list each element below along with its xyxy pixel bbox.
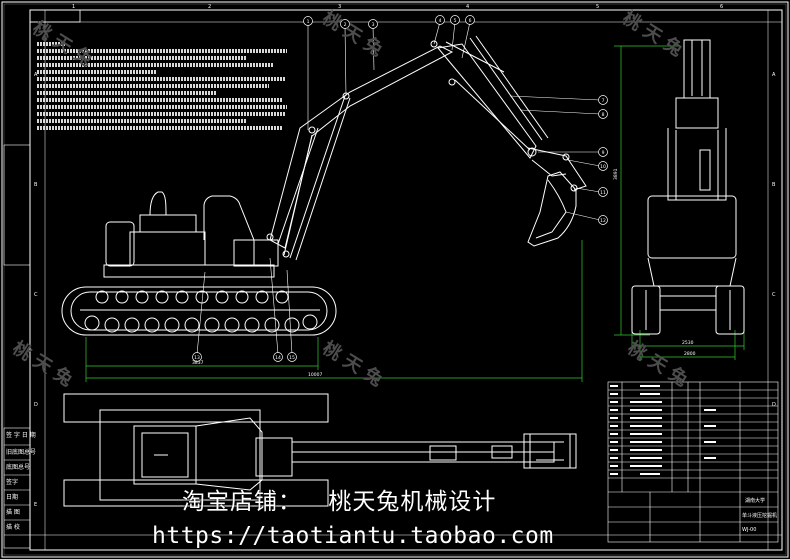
border-letter-d: D: [34, 402, 38, 408]
border-letter-a: A: [34, 72, 38, 78]
left-strip-sign: 签字: [6, 479, 19, 486]
balloon-12: 12: [600, 218, 606, 224]
border-letter-d-right: D: [772, 402, 776, 408]
watermark-shop: 淘宝店铺： 桃天兔机械设计: [182, 482, 496, 516]
parts-list: [607, 381, 779, 543]
border-num-4: 4: [466, 4, 469, 10]
watermark-url: https://taotiantu.taobao.com: [152, 523, 554, 549]
balloon-7: 7: [602, 98, 605, 104]
left-strip-trace: 描 图: [6, 509, 20, 516]
border-num-2: 2: [208, 4, 211, 10]
balloon-14: 14: [275, 355, 281, 361]
balloon-2: 2: [344, 22, 347, 28]
dim-total-length: 10007: [308, 372, 322, 378]
dim-height: 3891: [613, 168, 619, 180]
watermark-shop-name: 桃天兔机械设计: [328, 489, 497, 515]
border-letter-b-right: B: [772, 182, 776, 188]
left-strip-old-total: 旧底图总号: [6, 449, 37, 456]
watermark-shop-label: 淘宝店铺：: [182, 489, 302, 515]
border-num-6: 6: [720, 4, 723, 10]
balloon-4: 4: [439, 18, 442, 24]
left-strip-check: 描 校: [6, 524, 20, 531]
dim-track-length: 3837: [192, 360, 204, 366]
front-view: [631, 39, 745, 335]
balloon-9: 9: [602, 150, 605, 156]
balloon-5: 5: [454, 18, 457, 24]
balloon-11: 11: [600, 190, 606, 196]
border-num-1: 1: [72, 4, 75, 10]
balloon-10: 10: [600, 164, 606, 170]
title-block-school: 湖南大学: [745, 498, 766, 504]
title-block-drawing-title: 单斗液压挖掘机: [742, 513, 778, 519]
dimension-lines: [85, 45, 745, 382]
border-letter-e: E: [34, 502, 37, 508]
top-view: [63, 393, 577, 507]
dim-width-b: 2800: [684, 351, 696, 357]
border-letter-c-right: C: [772, 292, 776, 298]
parts-list-cells: [610, 385, 716, 475]
left-strip-sign-date: 签 字 日 期: [6, 432, 36, 439]
border-num-5: 5: [596, 4, 599, 10]
title-block-code: WJ-00: [742, 527, 757, 533]
border-letter-b: B: [34, 182, 38, 188]
border-letter-c: C: [34, 292, 38, 298]
dim-width-a: 2530: [682, 340, 694, 346]
technical-notes: [37, 42, 287, 133]
side-view: [61, 35, 587, 336]
border-letter-a-right: A: [772, 72, 776, 78]
balloon-1: 1: [307, 19, 310, 25]
left-strip-date: 日期: [6, 494, 19, 501]
border-num-3: 3: [338, 4, 341, 10]
balloon-15: 15: [289, 355, 295, 361]
balloon-8: 8: [602, 112, 605, 118]
balloon-3: 3: [372, 22, 375, 28]
balloon-13: 13: [194, 355, 200, 361]
left-strip-base-total: 底图总号: [6, 464, 31, 471]
balloon-6: 6: [469, 18, 472, 24]
